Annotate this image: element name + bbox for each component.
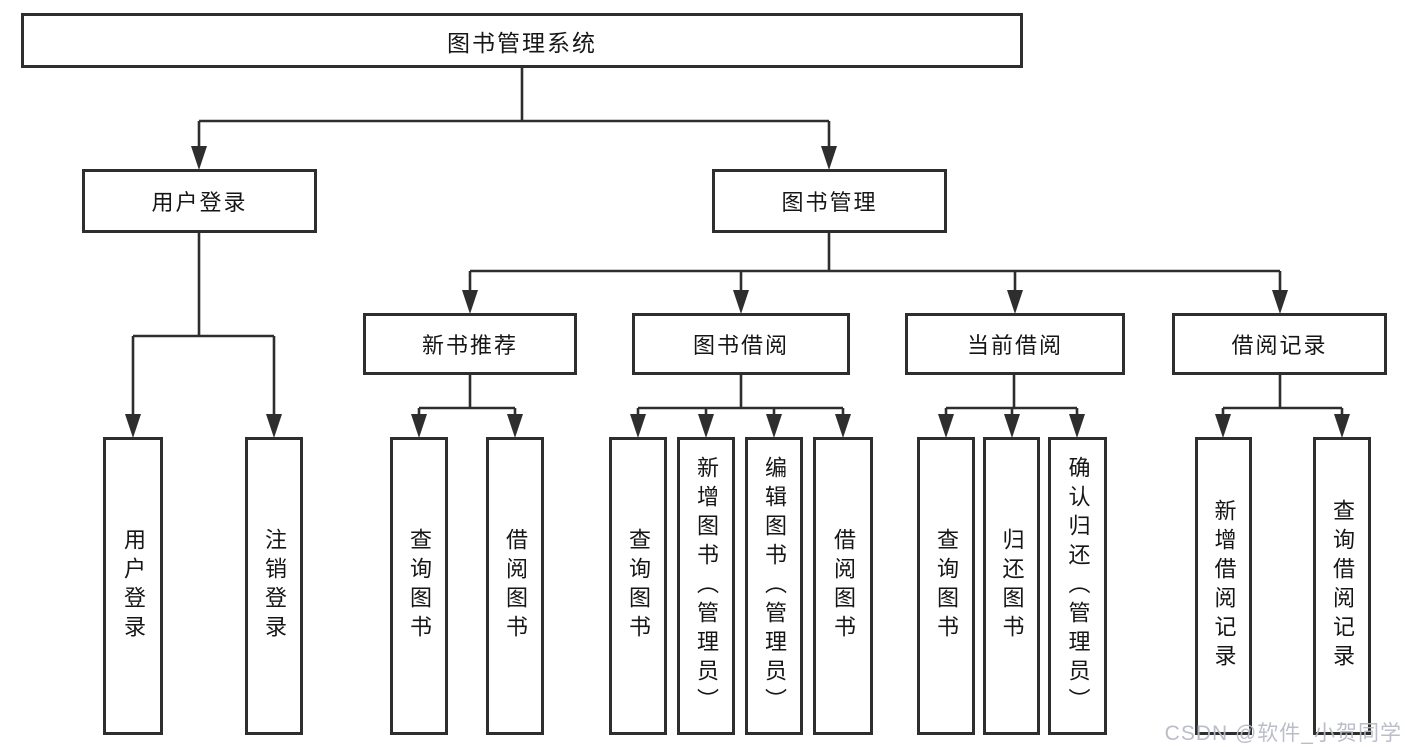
node-label: 新增借阅记录 — [1211, 499, 1237, 673]
leaf-add-borrow-record: 新增借阅记录 — [1195, 437, 1252, 735]
wire-current-to-leaves — [944, 375, 1079, 420]
node-label: 借阅图书 — [831, 528, 856, 644]
node-label: 新书推荐 — [421, 333, 518, 358]
node-book-borrowing: 图书借阅 — [632, 313, 850, 375]
node-label: 借阅记录 — [1231, 333, 1328, 358]
node-user-login: 用户登录 — [82, 169, 317, 233]
node-label: 归还图书 — [999, 528, 1025, 644]
node-label: 图书借阅 — [692, 333, 789, 358]
leaf-logout: 注销登录 — [245, 437, 303, 735]
node-book-management: 图书管理 — [712, 169, 947, 233]
node-label: 图书管理系统 — [447, 29, 597, 56]
leaf-recommend-borrow-books: 借阅图书 — [486, 437, 544, 735]
node-label: 图书管理 — [781, 190, 878, 215]
node-label: 编辑图书（管理员） — [762, 455, 787, 717]
node-current-borrowing: 当前借阅 — [905, 313, 1125, 375]
leaf-user-login: 用户登录 — [103, 437, 163, 735]
leaf-borrow-query-books: 查询图书 — [609, 437, 667, 735]
node-label: 查询图书 — [626, 528, 651, 644]
node-label: 确认归还（管理员） — [1065, 455, 1091, 717]
arrowheads — [125, 146, 1350, 438]
node-label: 查询借阅记录 — [1330, 499, 1355, 673]
node-label: 用户登录 — [151, 190, 248, 215]
node-label: 注销登录 — [262, 528, 287, 644]
node-borrowing-records: 借阅记录 — [1172, 313, 1387, 375]
node-label: 查询图书 — [407, 528, 432, 644]
leaf-return-books: 归还图书 — [983, 437, 1040, 735]
csdn-watermark: CSDN @软件_小贺同学 — [1164, 722, 1402, 745]
node-label: 借阅图书 — [503, 528, 528, 644]
leaf-query-borrow-record: 查询借阅记录 — [1313, 437, 1371, 735]
wire-records-to-leaves — [1221, 375, 1344, 420]
wire-borrow-to-leaves — [636, 375, 845, 420]
node-label: 当前借阅 — [966, 333, 1063, 358]
node-label: 用户登录 — [121, 528, 146, 644]
leaf-current-query-books: 查询图书 — [917, 437, 975, 735]
wire-recommend-to-leaves — [417, 375, 517, 420]
node-library-management-system: 图书管理系统 — [21, 13, 1023, 68]
wire-root-to-level2 — [197, 68, 831, 150]
node-new-book-recommendation: 新书推荐 — [363, 313, 577, 375]
leaf-borrow-books: 借阅图书 — [813, 437, 873, 735]
node-label: 查询图书 — [934, 528, 959, 644]
wire-user-login-to-leaves — [131, 233, 276, 420]
leaf-add-books-admin: 新增图书（管理员） — [677, 437, 735, 735]
leaf-confirm-return-admin: 确认归还（管理员） — [1048, 437, 1107, 735]
node-label: 新增图书（管理员） — [694, 455, 719, 717]
leaf-recommend-query-books: 查询图书 — [390, 437, 448, 735]
wire-book-management-to-level3 — [468, 233, 1282, 296]
leaf-edit-books-admin: 编辑图书（管理员） — [745, 437, 803, 735]
